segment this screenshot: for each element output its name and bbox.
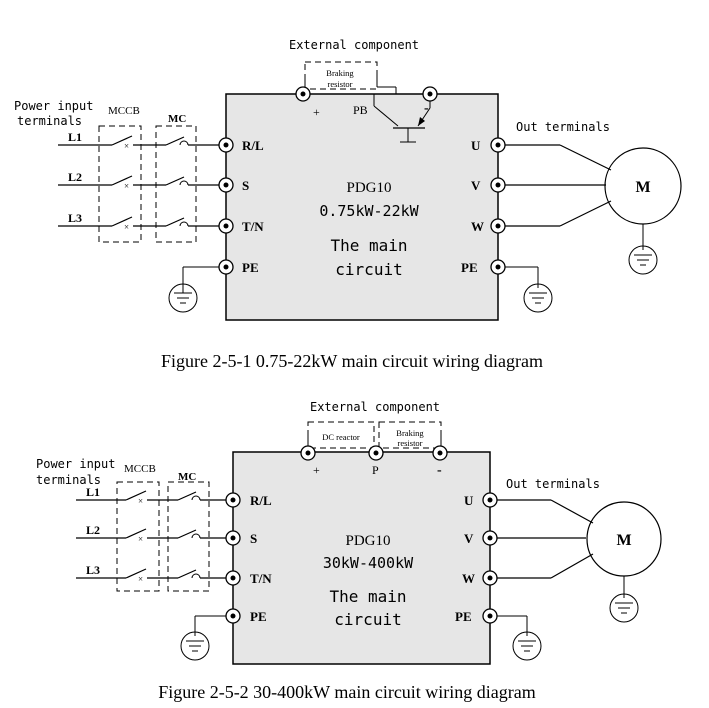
pe-left-label-2: PE	[250, 609, 267, 624]
pe-right-label-1: PE	[461, 260, 478, 275]
main-circuit-label-1b: circuit	[335, 260, 402, 279]
main-circuit-label-2b: circuit	[334, 610, 401, 629]
minus-label-2: -	[437, 463, 442, 478]
caption-2: Figure 2-5-2 30-400kW main circuit wirin…	[158, 682, 536, 702]
main-circuit-label-1: The main	[330, 236, 407, 255]
pe-right-label-2: PE	[455, 609, 472, 624]
l3-label-1: L3	[68, 211, 82, 225]
p-label-2: P	[372, 463, 379, 477]
s-label-1: S	[242, 178, 249, 193]
w-label-1: W	[471, 219, 484, 234]
l3-label-2: L3	[86, 563, 100, 577]
range-label-2: 30kW-400kW	[323, 554, 414, 572]
range-label-1: 0.75kW-22kW	[319, 202, 419, 220]
input-lines-1: × × ×	[58, 135, 219, 232]
braking-resistor-label-1b: resistor	[327, 79, 352, 89]
motor-label-1: M	[635, 179, 650, 196]
mc-box-1	[155, 125, 197, 243]
main-circuit-label-2: The main	[329, 587, 406, 606]
diagram-2: External component DC reactor Braking re…	[36, 400, 662, 702]
v-label-1: V	[471, 178, 481, 193]
l2-label-1: L2	[68, 170, 82, 184]
u-label-2: U	[464, 493, 474, 508]
braking-resistor-label-2b: resistor	[397, 438, 422, 448]
w-label-2: W	[462, 571, 475, 586]
external-component-label-2: External component	[310, 400, 440, 414]
svg-text:×: ×	[124, 141, 129, 151]
motor-1	[505, 144, 682, 275]
mc-label-1: MC	[168, 113, 186, 125]
braking-resistor-box-2	[378, 421, 442, 449]
mccb-box-2	[116, 481, 160, 592]
motor-label-2: M	[616, 532, 631, 549]
motor-2	[497, 499, 662, 623]
svg-text:×: ×	[124, 222, 129, 232]
inverter-box-1	[225, 93, 499, 321]
power-input-label-2b: terminals	[36, 473, 101, 487]
plus-label-1: +	[313, 105, 320, 119]
v-label-2: V	[464, 531, 474, 546]
diagram-1: External component Braking resistor + PB…	[14, 38, 682, 371]
power-input-label-1b: terminals	[17, 114, 82, 128]
dc-reactor-label-2: DC reactor	[322, 432, 360, 442]
mccb-box-1	[98, 125, 142, 243]
ground-left-2	[180, 615, 226, 661]
out-terminals-label-2: Out terminals	[506, 477, 600, 491]
pb-label-1: PB	[353, 103, 368, 117]
external-component-label-1: External component	[289, 38, 419, 52]
l1-label-2: L1	[86, 485, 100, 499]
plus-label-2: +	[313, 463, 320, 477]
mc-box-2	[167, 481, 210, 592]
braking-transistor-1	[373, 94, 431, 143]
l2-label-2: L2	[86, 523, 100, 537]
u-label-1: U	[471, 138, 481, 153]
input-lines-2: × × ×	[76, 490, 226, 584]
dc-reactor-box-2	[307, 421, 375, 449]
svg-text:×: ×	[124, 181, 129, 191]
model-label-2: PDG10	[345, 533, 390, 549]
svg-text:×: ×	[138, 496, 143, 506]
mc-label-2: MC	[178, 471, 196, 483]
mccb-label-1: MCCB	[108, 105, 140, 117]
out-terminals-label-1: Out terminals	[516, 120, 610, 134]
s-label-2: S	[250, 531, 257, 546]
svg-text:×: ×	[138, 574, 143, 584]
inverter-box-2	[232, 451, 491, 665]
caption-1: Figure 2-5-1 0.75-22kW main circuit wiri…	[161, 351, 543, 371]
minus-label-1: -	[424, 101, 429, 116]
pe-left-label-1: PE	[242, 260, 259, 275]
ground-right-2	[497, 615, 542, 661]
power-input-label-2: Power input	[36, 457, 115, 471]
braking-resistor-label-2: Braking	[396, 428, 424, 438]
mccb-label-2: MCCB	[124, 463, 156, 475]
ground-right-1	[505, 266, 553, 313]
rl-label-2: R/L	[250, 493, 272, 508]
braking-resistor-label-1: Braking	[326, 68, 354, 78]
ground-left-1	[168, 266, 219, 313]
power-input-label-1: Power input	[14, 99, 93, 113]
rl-label-1: R/L	[242, 138, 264, 153]
tn-label-2: T/N	[250, 571, 272, 586]
l1-label-1: L1	[68, 130, 82, 144]
svg-text:×: ×	[138, 534, 143, 544]
model-label-1: PDG10	[346, 180, 391, 196]
tn-label-1: T/N	[242, 219, 264, 234]
